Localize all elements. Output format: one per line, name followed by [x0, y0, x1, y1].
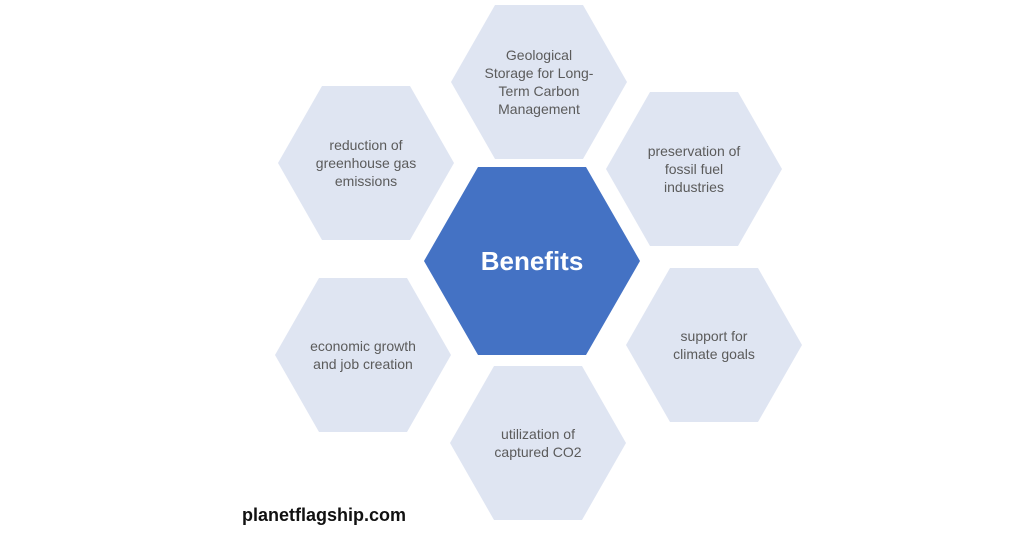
benefit-label: economic growth and job creation: [310, 338, 416, 372]
center-label: Benefits: [480, 245, 584, 276]
benefit-climate-goals: support for climate goals: [626, 268, 802, 422]
benefit-economic-growth: economic growth and job creation: [275, 278, 451, 432]
benefit-ghg-reduction: reduction of greenhouse gas emissions: [278, 86, 454, 240]
benefit-label: Geological Storage for Long-Term Carbon …: [484, 47, 594, 117]
benefit-label: support for climate goals: [673, 328, 755, 362]
benefit-label: reduction of greenhouse gas emissions: [315, 137, 417, 189]
benefit-geological-storage: Geological Storage for Long-Term Carbon …: [451, 5, 627, 159]
benefit-fossil-preservation: preservation of fossil fuel industries: [606, 92, 782, 246]
benefit-label: utilization of captured CO2: [494, 426, 582, 460]
site-watermark: planetflagship.com: [242, 505, 407, 525]
benefit-label: preservation of fossil fuel industries: [647, 143, 741, 195]
benefit-co2-utilization: utilization of captured CO2: [450, 366, 626, 520]
center-hexagon-benefits: Benefits: [424, 167, 640, 355]
